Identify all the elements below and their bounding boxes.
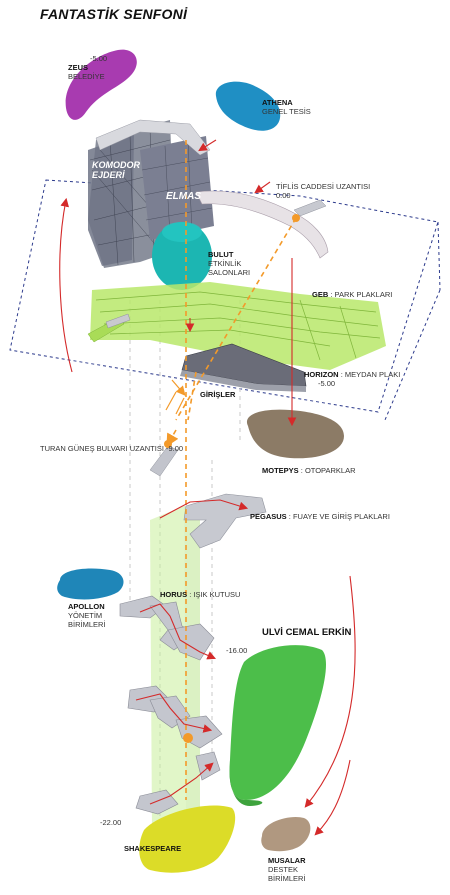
bulut-desc1: ETKİNLİK: [208, 259, 241, 268]
turan-level: -9.00: [166, 444, 183, 453]
girisler-text: GİRİŞLER: [200, 390, 235, 399]
zeus-label: ZEUS BELEDİYE: [68, 63, 105, 81]
tiflis-level: 0.00: [276, 191, 291, 200]
zeus-name: ZEUS: [68, 63, 88, 72]
motepys-label: MOTEPYS : OTOPARKLAR: [262, 466, 356, 475]
apollon-volume: [57, 568, 123, 599]
shakespeare-name: SHAKESPEARE: [124, 844, 181, 853]
shakespeare-label: SHAKESPEARE: [124, 844, 181, 853]
tiflis-slab: [294, 200, 326, 216]
apollon-label: APOLLON YÖNETİM BİRİMLERİ: [68, 602, 106, 629]
musalar-label: MUSALAR DESTEK BİRİMLERİ: [268, 856, 306, 883]
komodor-line1: KOMODOR: [92, 160, 140, 170]
tiflis-text: TİFLİS CADDESİ UZANTISI: [276, 182, 370, 191]
horizon-name: HORIZON: [304, 370, 339, 379]
horus-name: HORUS: [160, 590, 187, 599]
geb-desc: : PARK PLAKLARI: [330, 290, 392, 299]
tiflis-label: TİFLİS CADDESİ UZANTISI 0.00: [276, 182, 370, 200]
bulut-label: BULUT ETKİNLİK SALONLARI: [208, 250, 250, 277]
athena-label: ATHENA GENEL TESİS: [262, 98, 311, 116]
bulut-name: BULUT: [208, 250, 233, 259]
zeus-level: -5.00: [90, 54, 107, 63]
musalar-desc1: DESTEK: [268, 865, 298, 874]
zeus-desc: BELEDİYE: [68, 72, 105, 81]
motepys-volume: [247, 410, 344, 459]
athena-desc1: GENEL: [262, 107, 287, 116]
pegasus-desc: : FUAYE VE GİRİŞ PLAKLARI: [289, 512, 390, 521]
page-title: FANTASTİK SENFONİ: [40, 6, 187, 22]
ulvi-label: ULVİ CEMAL ERKİN: [262, 628, 351, 637]
pegasus-name: PEGASUS: [250, 512, 287, 521]
horus-desc: : IŞIK KUTUSU: [189, 590, 240, 599]
elmas-label: ELMAS: [166, 192, 201, 202]
geb-label: GEB : PARK PLAKLARI: [312, 290, 392, 299]
musalar-volume: [261, 817, 310, 851]
geb-name: GEB: [312, 290, 328, 299]
pegasus-label: PEGASUS : FUAYE VE GİRİŞ PLAKLARI: [250, 512, 390, 521]
apollon-name: APOLLON: [68, 602, 105, 611]
komodor-label: KOMODOR EJDERİ: [92, 160, 140, 180]
girisler-label: GİRİŞLER: [200, 390, 235, 399]
turan-text: TURAN GÜNEŞ BULVARI UZANTISI: [40, 444, 164, 453]
motepys-desc: : OTOPARKLAR: [301, 466, 356, 475]
horus-lightbox: [150, 506, 186, 830]
horus-label: HORUS : IŞIK KUTUSU: [160, 590, 240, 599]
athena-name: ATHENA: [262, 98, 293, 107]
musalar-name: MUSALAR: [268, 856, 306, 865]
horizon-desc: : MEYDAN PLAKI: [341, 370, 401, 379]
horizon-label: HORIZON : MEYDAN PLAKI -5.00: [304, 370, 400, 388]
level-16: -16.00: [226, 646, 247, 655]
turan-label: TURAN GÜNEŞ BULVARI UZANTISI -9.00: [40, 444, 183, 453]
bulut-desc2: SALONLARI: [208, 268, 250, 277]
ulvi-volume: [230, 645, 326, 800]
level-22: -22.00: [100, 818, 121, 827]
tiflis-bridge: [196, 191, 328, 258]
komodor-line2: EJDERİ: [92, 170, 125, 180]
musalar-desc2: BİRİMLERİ: [268, 874, 306, 883]
apollon-desc1: YÖNETİM: [68, 611, 102, 620]
horizon-level: -5.00: [304, 379, 335, 388]
apollon-desc2: BİRİMLERİ: [68, 620, 106, 629]
athena-desc2: TESİS: [289, 107, 311, 116]
motepys-name: MOTEPYS: [262, 466, 299, 475]
